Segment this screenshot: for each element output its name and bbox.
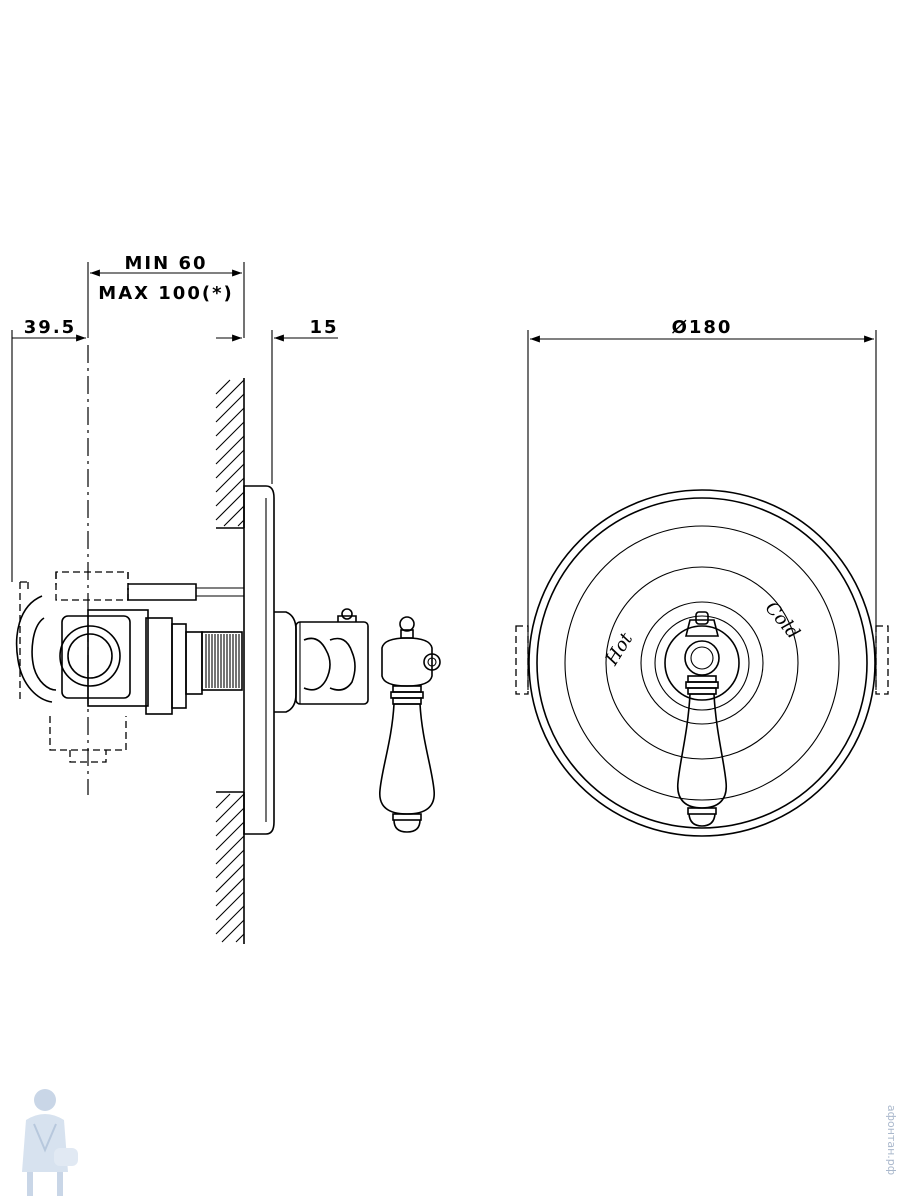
wall-hatch-line: [215, 835, 245, 865]
valve-body: [15, 571, 244, 763]
max-depth-label: MAX 100(*): [98, 283, 233, 304]
wall-hatch-line: [215, 849, 245, 879]
min-depth-label: MIN 60: [125, 253, 208, 274]
offset-left-label: 39.5: [24, 317, 76, 338]
wall-hatch-line: [215, 463, 245, 493]
wall-hatch-line: [237, 519, 245, 527]
escutcheon-plate-side: [243, 485, 275, 835]
watermark: афонтан.рф: [22, 1089, 898, 1196]
dimension-offset-left: 39.5: [11, 317, 86, 582]
wall-hatch-line: [215, 449, 245, 479]
cold-label: Cold: [761, 598, 804, 644]
threaded-stem: [201, 631, 243, 691]
wall-hatch-line: [215, 407, 245, 437]
concealed-valve-ends: [515, 625, 889, 695]
dimension-diameter: Ø180: [527, 317, 877, 690]
lever-handle-side: [379, 616, 441, 833]
watermark-text: афонтан.рф: [885, 1105, 898, 1175]
wall-hatch-line: [215, 807, 245, 837]
plate-offset-label: 15: [309, 317, 338, 338]
wall-hatch-line: [215, 863, 245, 893]
diameter-label: Ø180: [672, 317, 733, 338]
wall-hatch-line: [215, 891, 245, 921]
wall-hatch-line: [215, 793, 245, 823]
side-view: [15, 345, 441, 944]
dimension-min-max: MIN 60 MAX 100(*): [87, 253, 245, 338]
wall-hatch-line: [223, 505, 245, 527]
wall-hatch-line: [215, 905, 245, 935]
wall-hatch-line: [215, 821, 245, 851]
wall-hatch-line: [221, 919, 245, 943]
valve-hub: [274, 608, 369, 713]
wall-hatch-line: [215, 435, 245, 465]
lever-handle-front: [677, 611, 727, 827]
escutcheon-plate-front: [528, 489, 876, 837]
wall-hatch-line: [215, 379, 245, 409]
wall-hatch-line: [215, 379, 231, 395]
plumber-logo: [22, 1089, 78, 1196]
wall-hatch-line: [215, 421, 245, 451]
wall-hatch-line: [215, 393, 245, 423]
wall-hatch-line: [235, 933, 245, 943]
wall-hatch-line: [215, 491, 245, 521]
wall-hatch-line: [215, 793, 231, 809]
front-view: Hot Cold: [515, 489, 889, 837]
dimension-plate-offset: 15: [216, 317, 338, 484]
wall-hatch-line: [215, 877, 245, 907]
wall-hatch-line: [215, 477, 245, 507]
